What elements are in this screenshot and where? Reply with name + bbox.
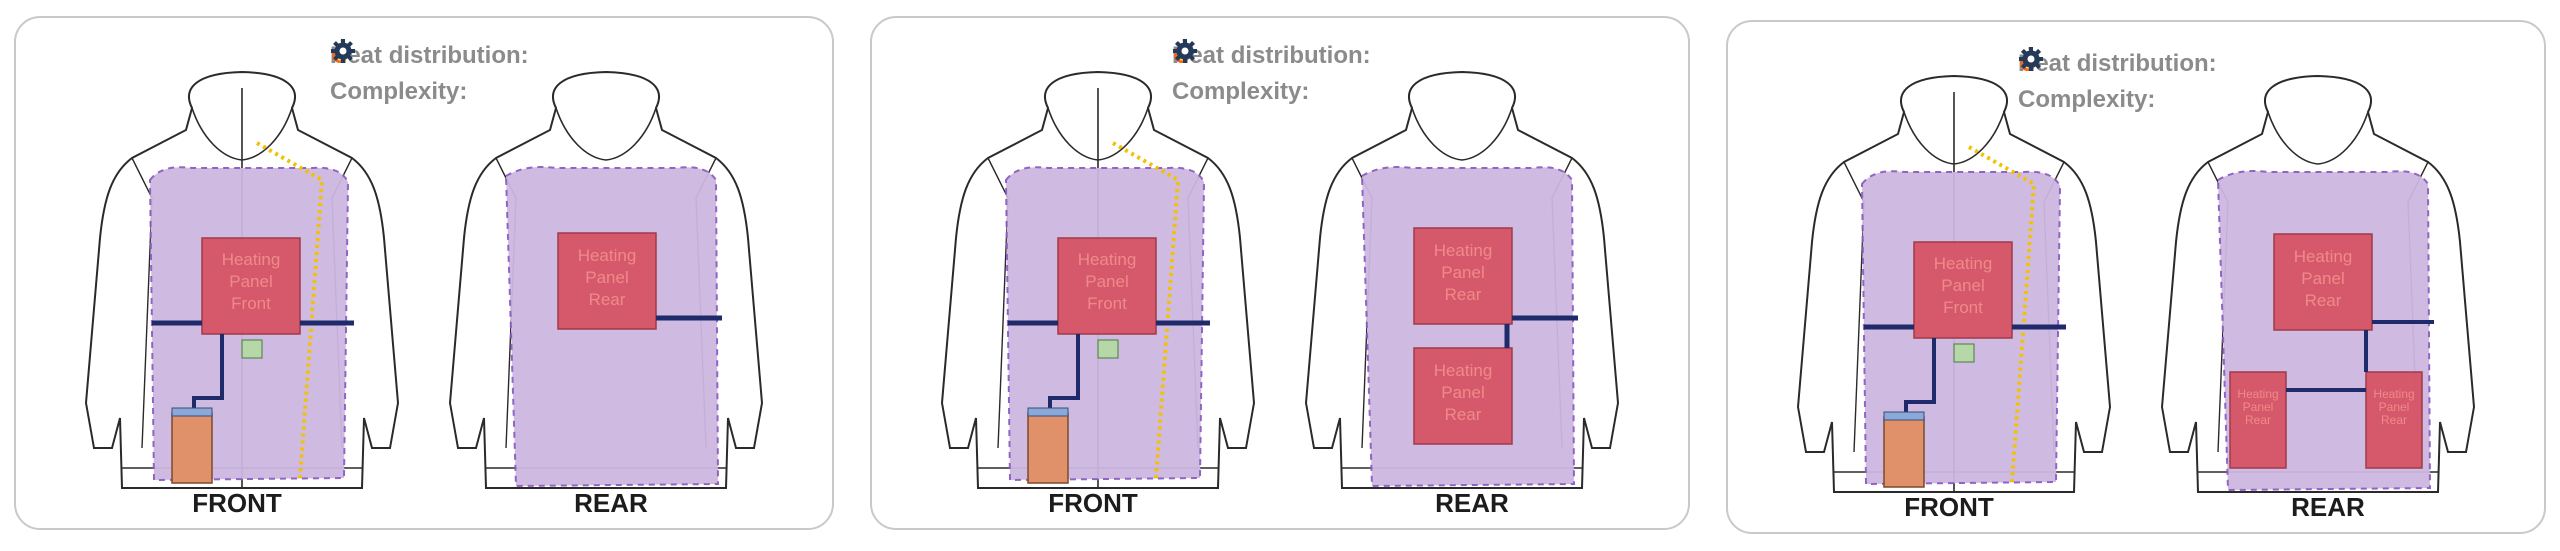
- battery-cap: [1883, 411, 1925, 421]
- connector-icon: [1097, 339, 1119, 359]
- heating-panel-rear-right: [2365, 371, 2423, 469]
- rear-label: REAR: [574, 488, 648, 518]
- wire-rear: [1504, 315, 1578, 348]
- battery-pack: [1027, 412, 1069, 484]
- wire-route-line: [1112, 141, 1181, 479]
- rear-label: REAR: [1435, 488, 1509, 518]
- heating-panel-rear: [1413, 227, 1513, 325]
- rear-label: REAR: [2291, 492, 2365, 522]
- battery-pack: [1883, 416, 1925, 488]
- heating-panel-front: [1913, 241, 2013, 339]
- jacket-hood-seam: [555, 107, 657, 161]
- heating-panel-front: [1057, 237, 1157, 335]
- front-label: FRONT: [1904, 492, 1994, 522]
- front-label: FRONT: [192, 488, 282, 518]
- wire-battery: [1048, 334, 1080, 413]
- wire-battery: [1904, 338, 1936, 417]
- gear-icon: [331, 39, 355, 63]
- battery-pack: [171, 412, 213, 484]
- jacket-hood-seam: [2267, 111, 2369, 165]
- complexity-label: Complexity:: [330, 78, 468, 105]
- heat-label: Heat distribution:: [1172, 42, 1371, 69]
- info-block: Heat distribution: Complexity:: [1172, 38, 1379, 110]
- heating-panel-front: [201, 237, 301, 335]
- front-label: FRONT: [1048, 488, 1138, 518]
- heat-label: Heat distribution:: [330, 42, 529, 69]
- heat-label: Heat distribution:: [2018, 50, 2217, 77]
- wire-route-line: [1968, 145, 2037, 483]
- gear-icon: [1173, 39, 1197, 63]
- heating-panel-rear: [557, 232, 657, 330]
- battery-cap: [171, 407, 213, 417]
- wire-battery: [192, 334, 224, 413]
- heating-panel-rear: [2273, 233, 2373, 331]
- complexity-label: Complexity:: [1172, 78, 1310, 105]
- complexity-label: Complexity:: [2018, 86, 2156, 113]
- connector-icon: [241, 339, 263, 359]
- jacket-hood-seam: [1411, 107, 1513, 161]
- info-block: Heat distribution: Complexity:: [2018, 46, 2225, 118]
- gear-icon: [2019, 47, 2043, 71]
- wire-route-line: [256, 141, 325, 479]
- connector-icon: [1953, 343, 1975, 363]
- heating-panel-rear-lower: [1413, 347, 1513, 445]
- info-block: Heat distribution: Complexity:: [330, 38, 537, 110]
- heating-panel-rear-left: [2229, 371, 2287, 469]
- wire-rear: [2286, 320, 2434, 392]
- battery-cap: [1027, 407, 1069, 417]
